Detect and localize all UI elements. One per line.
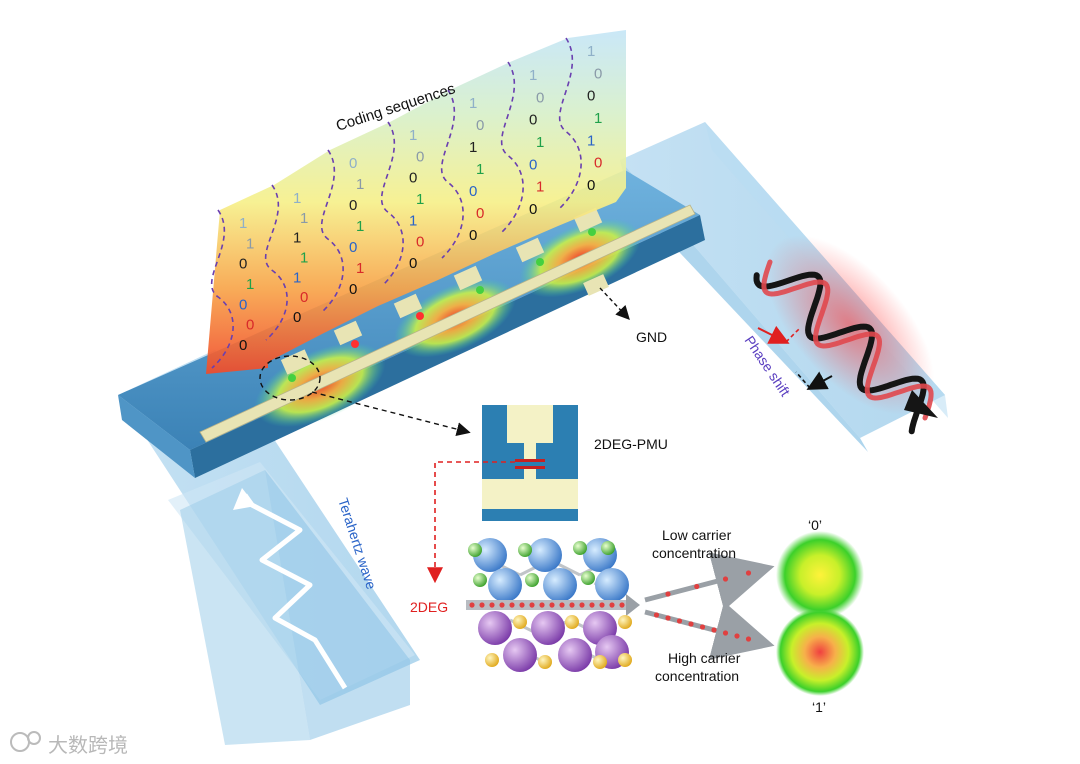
coding-digit: 1 (409, 127, 417, 144)
twodeg-label: 2DEG (410, 599, 448, 615)
barrier-atom (488, 568, 522, 602)
curtain-boundary (501, 61, 524, 233)
coding-digit: 1 (469, 139, 477, 156)
curtain-fill (206, 30, 626, 374)
coding-digit: 1 (587, 43, 595, 60)
coding-digit: 0 (293, 309, 301, 326)
coding-digit: 0 (409, 255, 417, 272)
barrier-atom (595, 568, 629, 602)
coding-digit: 1 (300, 250, 308, 267)
gnd-label: GND (636, 329, 667, 345)
coding-digit: 1 (239, 215, 247, 232)
coding-digit: 0 (246, 317, 254, 334)
state-zero-spot (776, 531, 864, 619)
low-carrier-label-1: Low carrier (662, 527, 732, 543)
coding-digit: 1 (594, 110, 602, 127)
coding-digit: 0 (416, 148, 424, 165)
coding-digit: 1 (536, 134, 544, 151)
coding-digit: 0 (409, 170, 417, 187)
coding-digit: 1 (246, 276, 254, 293)
watermark-text: 大数跨境 (48, 733, 128, 757)
coding-digit: 0 (239, 337, 247, 354)
curtain-boundary (381, 121, 404, 287)
watermark: 大数跨境 (10, 731, 128, 757)
coding-digit: 1 (293, 269, 301, 286)
input-terahertz-wave (233, 488, 348, 690)
high-carrier-label-2: concentration (655, 668, 739, 684)
substrate-atom (478, 611, 512, 645)
coding-digit: 0 (529, 112, 537, 129)
coding-sequence-curtain: 1 1 0 1 0 0 0 1 1 1 1 1 0 0 0 1 0 1 0 1 0 1 0 0 1 1 0 0 1 0 1 1 0 0 0 1 0 0 1 0… (206, 30, 626, 374)
coding-digit: 0 (239, 296, 247, 313)
coding-digit: 0 (349, 239, 357, 256)
substrate-atom (503, 638, 537, 672)
barrier-atom (528, 538, 562, 572)
coding-digit: 0 (476, 117, 484, 134)
output-waves (753, 235, 938, 435)
low-carrier-label-2: concentration (652, 545, 736, 561)
coding-digit: 0 (587, 88, 595, 105)
state-one-label: ‘1’ (812, 699, 826, 715)
curtain-boundary (441, 89, 464, 259)
pmu-highlight-circle (259, 355, 321, 401)
electrode-strip (199, 204, 696, 443)
coding-digit: 0 (536, 89, 544, 106)
coding-digit: 1 (529, 67, 537, 84)
coding-digit: 1 (536, 179, 544, 196)
coding-digit: 1 (356, 176, 364, 193)
coding-digit: 1 (356, 260, 364, 277)
coding-digit: 0 (349, 155, 357, 172)
coding-digit: 1 (409, 212, 417, 229)
twodeg-channel (466, 600, 626, 610)
curtain-boundary (321, 149, 344, 313)
coding-digit: 0 (300, 289, 308, 306)
state-zero-label: ‘0’ (808, 517, 822, 533)
coding-digit: 1 (416, 191, 424, 208)
state-one-spot (776, 608, 864, 696)
coding-digit: 0 (529, 201, 537, 218)
barrier-atom (543, 568, 577, 602)
high-carrier-label-1: High carrier (668, 650, 741, 666)
coding-digit: 1 (300, 210, 308, 227)
coding-digit: 1 (293, 230, 301, 247)
coding-digit: 0 (529, 156, 537, 173)
gnd-arrow (599, 287, 630, 321)
barrier-atom (473, 538, 507, 572)
coding-digit: 0 (416, 234, 424, 251)
substrate-atom (531, 611, 565, 645)
coding-digit: 0 (239, 256, 247, 273)
phase-shift-indicator (757, 325, 833, 390)
curtain-boundary (265, 184, 288, 341)
coding-digit: 0 (587, 177, 595, 194)
crystal-lattice (466, 538, 640, 672)
coding-digit: 0 (469, 183, 477, 200)
coding-digit: 1 (293, 190, 301, 207)
substrate-atom (558, 638, 592, 672)
carrier-arrows (644, 552, 775, 660)
coding-digit: 1 (356, 218, 364, 235)
pmu-label: 2DEG-PMU (594, 436, 668, 452)
coding-digit: 0 (349, 197, 357, 214)
coding-digit: 0 (469, 227, 477, 244)
coding-digit: 1 (469, 95, 477, 112)
coding-digit: 1 (476, 161, 484, 178)
coding-digit: 0 (476, 205, 484, 222)
coding-digit: 1 (246, 235, 254, 252)
pmu-inset (482, 405, 578, 521)
coding-digit: 1 (587, 132, 595, 149)
curtain-boundary (211, 209, 234, 369)
coding-digit: 0 (594, 65, 602, 82)
coding-digit: 0 (594, 155, 602, 172)
coding-digit: 0 (349, 281, 357, 298)
wave-arrowhead (904, 390, 938, 418)
curtain-boundary (559, 37, 582, 209)
